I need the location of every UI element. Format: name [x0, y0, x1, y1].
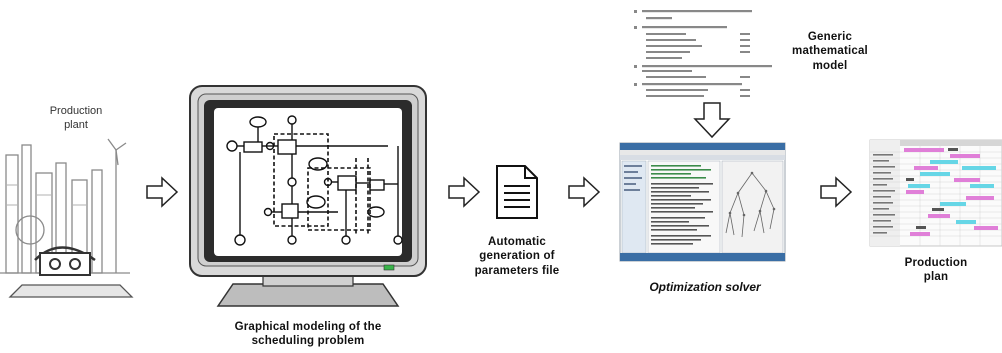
solver-screenshot — [619, 142, 786, 262]
document-icon — [496, 165, 538, 219]
plant-label: Production plant — [49, 105, 103, 131]
plan-label: Production plan — [904, 257, 968, 284]
hollow-arrow-icon — [448, 176, 481, 208]
hollow-arrow-icon — [568, 176, 601, 208]
gantt-chart — [869, 139, 1002, 247]
hollow-arrow-icon — [146, 176, 179, 208]
hollow-arrow-icon — [820, 176, 853, 208]
equations-sheet — [630, 4, 780, 100]
modeling-label: Graphical modeling of the scheduling pro… — [234, 321, 382, 348]
model-label: Generic mathematical model — [792, 31, 868, 72]
solver-label: Optimization solver — [649, 280, 761, 294]
hollow-arrow-icon — [693, 102, 731, 139]
crt-monitor-icon — [189, 85, 427, 307]
params-label: Automatic generation of parameters file — [474, 236, 560, 277]
factory-icon — [0, 138, 134, 298]
